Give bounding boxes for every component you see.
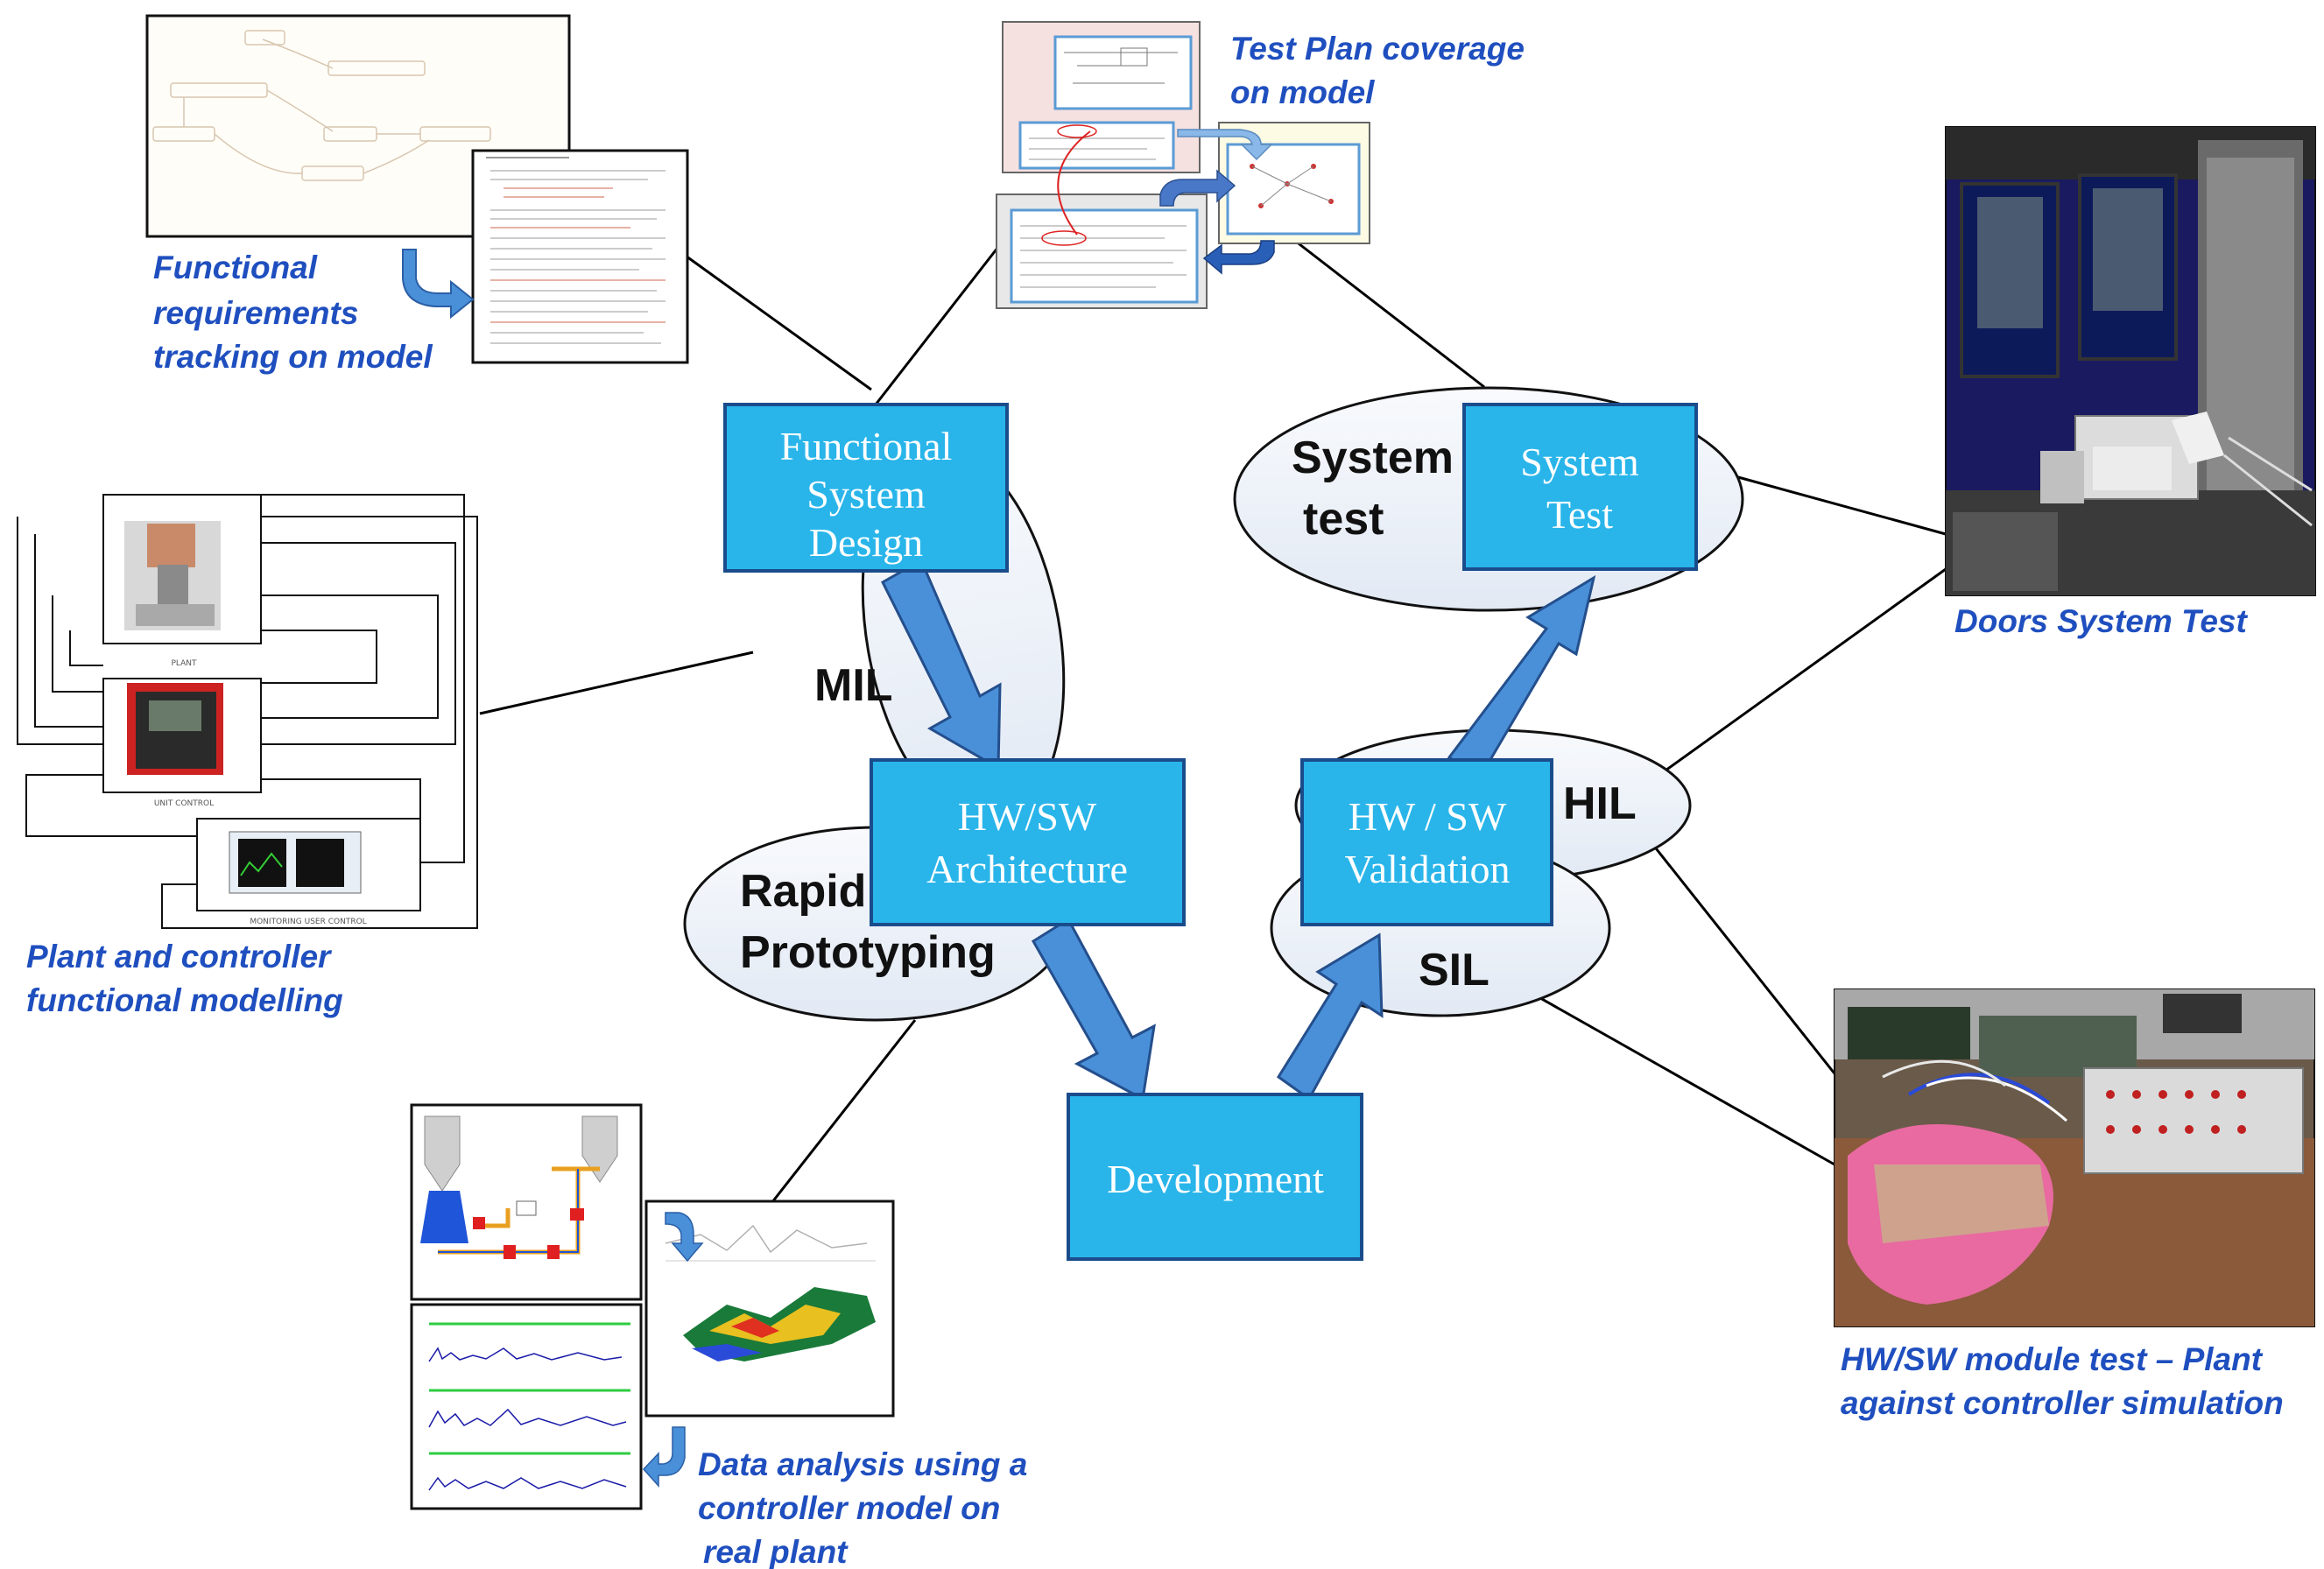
- test-plan-arrow-1-icon: [1177, 129, 1273, 161]
- requirements-link-arrow-icon: [402, 249, 475, 320]
- test-plan-arrow-2-icon: [1159, 169, 1236, 207]
- time-series-thumbnail: [410, 1303, 643, 1510]
- caption-hw-sw-module-test-line-1: HW/SW module test – Plant: [1841, 1341, 2264, 1377]
- connector-rapid-data: [767, 1019, 917, 1207]
- hw-sw-architecture-line-2: Architecture: [926, 847, 1128, 891]
- arrow-architecture-to-development: [1031, 917, 1156, 1101]
- connector-hil-doors: [1658, 567, 1947, 777]
- connector-sil-module: [1527, 989, 1835, 1166]
- monitoring-user-control-block: [196, 818, 421, 911]
- caption-functional-requirements-line-3: tracking on model: [153, 339, 433, 375]
- connector-hil-module: [1644, 835, 1849, 1091]
- system-test-box: [1462, 403, 1698, 571]
- arrow-validation-to-systemtest: [1447, 574, 1596, 780]
- development-box: [1067, 1093, 1363, 1261]
- caption-data-analysis-line-3: real plant: [703, 1534, 849, 1569]
- functional-system-design-line-3: Design: [809, 520, 923, 565]
- caption-data-analysis-line-2: controller model on: [698, 1490, 1000, 1526]
- hw-sw-validation-line-2: Validation: [1344, 847, 1510, 891]
- caption-functional-requirements-line-1: Functional: [153, 250, 318, 285]
- mil-label: MIL: [814, 660, 893, 711]
- requirements-document-thumbnail: [471, 149, 689, 364]
- connector-requirements: [682, 252, 872, 391]
- caption-plant-controller-line-1: Plant and controller: [26, 939, 333, 974]
- connector-testplan-design: [874, 246, 1000, 405]
- hil-label: HIL: [1563, 778, 1637, 829]
- caption-functional-requirements-line-2: requirements: [153, 295, 358, 331]
- caption-test-plan-line-2: on model: [1230, 74, 1375, 110]
- functional-system-design-line-1: Functional: [780, 424, 953, 468]
- data-analysis-arrow-2-icon: [642, 1426, 686, 1488]
- system-test-line-2: Test: [1546, 492, 1613, 537]
- plant-controller-diagram: PLANT UNIT CONTROL MONITORING USER CONTR…: [17, 494, 478, 929]
- requirements-screenshots: [145, 14, 689, 364]
- svg-text:PLANT: PLANT: [171, 659, 197, 668]
- sil-label: SIL: [1419, 945, 1489, 996]
- rapid-label: Rapid: [740, 866, 866, 917]
- hw-sw-architecture-box: [870, 758, 1186, 926]
- prototyping-label: Prototyping: [740, 927, 996, 978]
- connector-systemtest-doors: [1737, 475, 1947, 536]
- data-analysis-arrow-1-icon: [665, 1212, 704, 1263]
- hw-sw-validation-line-1: HW / SW: [1349, 794, 1507, 839]
- svg-text:MONITORING USER CONTROL: MONITORING USER CONTROL: [250, 918, 366, 926]
- caption-doors-system-test: Doors System Test: [1954, 603, 2248, 639]
- doors-system-test-photo: [1945, 126, 2316, 596]
- caption-test-plan-line-1: Test Plan coverage: [1230, 31, 1525, 67]
- system-test-level-line-1: System: [1292, 433, 1454, 483]
- data-analysis-screenshots: [410, 1103, 895, 1510]
- caption-plant-controller-line-2: functional modelling: [26, 982, 343, 1018]
- caption-hw-sw-module-test-line-2: against controller simulation: [1841, 1385, 2284, 1421]
- functional-system-design-box: [723, 403, 1009, 573]
- hw-sw-validation-box: [1300, 758, 1553, 926]
- plant-block: [102, 494, 262, 644]
- test-plan-screenshots: [996, 21, 1370, 309]
- arrow-development-to-validation: [1276, 932, 1384, 1101]
- system-test-level-line-2: test: [1303, 494, 1384, 545]
- connector-plant-mil: [479, 651, 754, 715]
- hw-sw-module-test-photo: [1834, 989, 2315, 1327]
- connector-lines: [479, 236, 1947, 1207]
- system-test-line-1: System: [1520, 440, 1639, 484]
- svg-text:UNIT CONTROL: UNIT CONTROL: [154, 799, 214, 808]
- functional-system-design-line-2: System: [806, 472, 926, 517]
- unit-control-block: [102, 678, 262, 793]
- test-plan-arrow-3-icon: [1202, 240, 1275, 275]
- hw-sw-architecture-line-1: HW/SW: [958, 794, 1097, 839]
- arrow-design-to-architecture: [881, 558, 1002, 770]
- caption-data-analysis-line-1: Data analysis using a: [698, 1446, 1027, 1482]
- development-label: Development: [1107, 1157, 1324, 1201]
- connector-testplan-systemtest: [1291, 236, 1485, 389]
